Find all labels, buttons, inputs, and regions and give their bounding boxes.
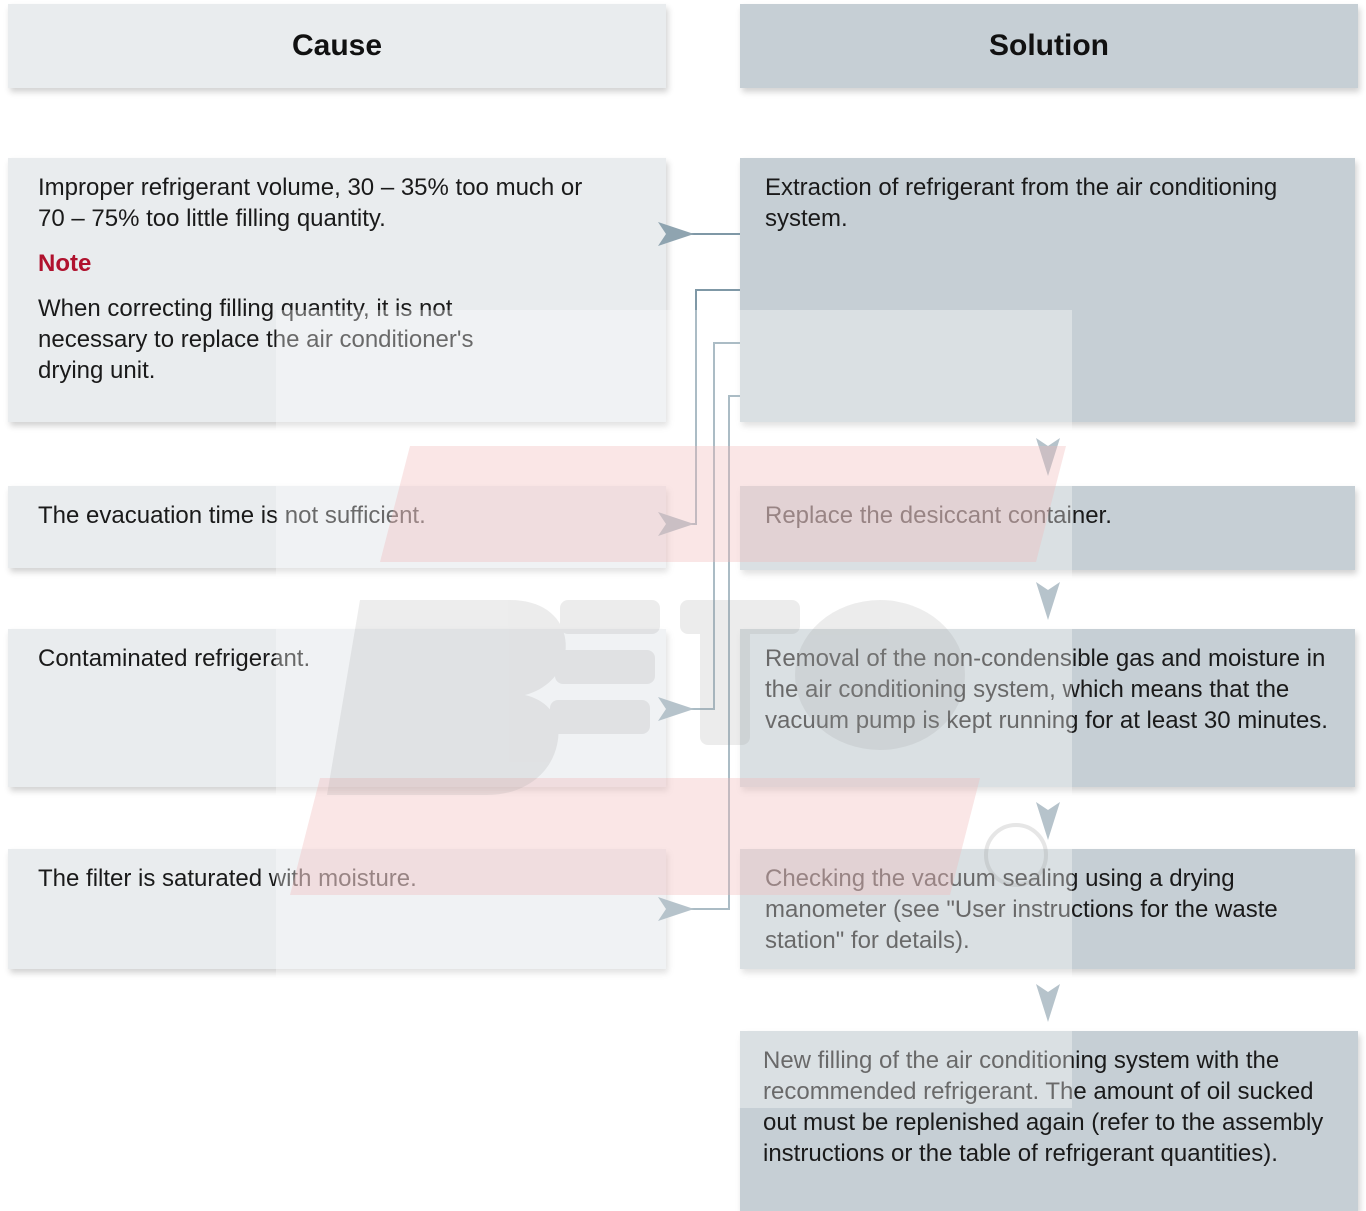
cause-header: Cause <box>8 4 666 88</box>
solution-header-label: Solution <box>989 29 1109 62</box>
solution-text-4: Checking the vacuum sealing using a dryi… <box>765 865 1278 954</box>
connector-line-4 <box>666 395 740 910</box>
arrow-right-icon <box>658 512 694 536</box>
solution-text-1: Extraction of refrigerant from the air c… <box>765 174 1278 232</box>
cause-box-1-content: Improper refrigerant volume, 30 – 35% to… <box>8 158 666 386</box>
arrow-down-icon <box>1036 984 1060 1022</box>
arrow-down-icon <box>1036 802 1060 840</box>
solution-box-1: Extraction of refrigerant from the air c… <box>740 158 1355 422</box>
arrow-right-icon <box>658 697 694 721</box>
solution-text-3: Removal of the non-condensible gas and m… <box>765 645 1328 734</box>
arrow-right-icon <box>658 897 694 921</box>
solution-box-4: Checking the vacuum sealing using a dryi… <box>740 849 1355 969</box>
arrow-right-icon <box>658 222 694 246</box>
solution-text-2: Replace the desiccant container. <box>765 502 1112 529</box>
solution-box-5: New filling of the air conditioning syst… <box>740 1031 1358 1211</box>
solution-text-5: New filling of the air conditioning syst… <box>763 1047 1324 1167</box>
solution-box-3: Removal of the non-condensible gas and m… <box>740 629 1355 787</box>
solution-box-2: Replace the desiccant container. <box>740 486 1355 570</box>
cause-header-label: Cause <box>291 29 383 62</box>
note-title: Note <box>38 250 92 277</box>
cause-text-1: Improper refrigerant volume, 30 – 35% to… <box>38 174 583 232</box>
cause-text-2: The evacuation time is not sufficient. <box>38 502 426 529</box>
cause-box-3: Contaminated refrigerant. <box>8 629 666 787</box>
arrow-down-icon <box>1036 438 1060 476</box>
cause-box-1: Improper refrigerant volume, 30 – 35% to… <box>8 158 666 422</box>
solution-header: Solution <box>740 4 1358 88</box>
arrow-down-icon <box>1036 582 1060 620</box>
cause-box-2: The evacuation time is not sufficient. <box>8 486 666 568</box>
cause-text-3: Contaminated refrigerant. <box>38 645 311 672</box>
note-body: When correcting filling quantity, it is … <box>38 295 474 384</box>
cause-box-4: The filter is saturated with moisture. <box>8 849 666 969</box>
cause-text-4: The filter is saturated with moisture. <box>38 865 417 892</box>
